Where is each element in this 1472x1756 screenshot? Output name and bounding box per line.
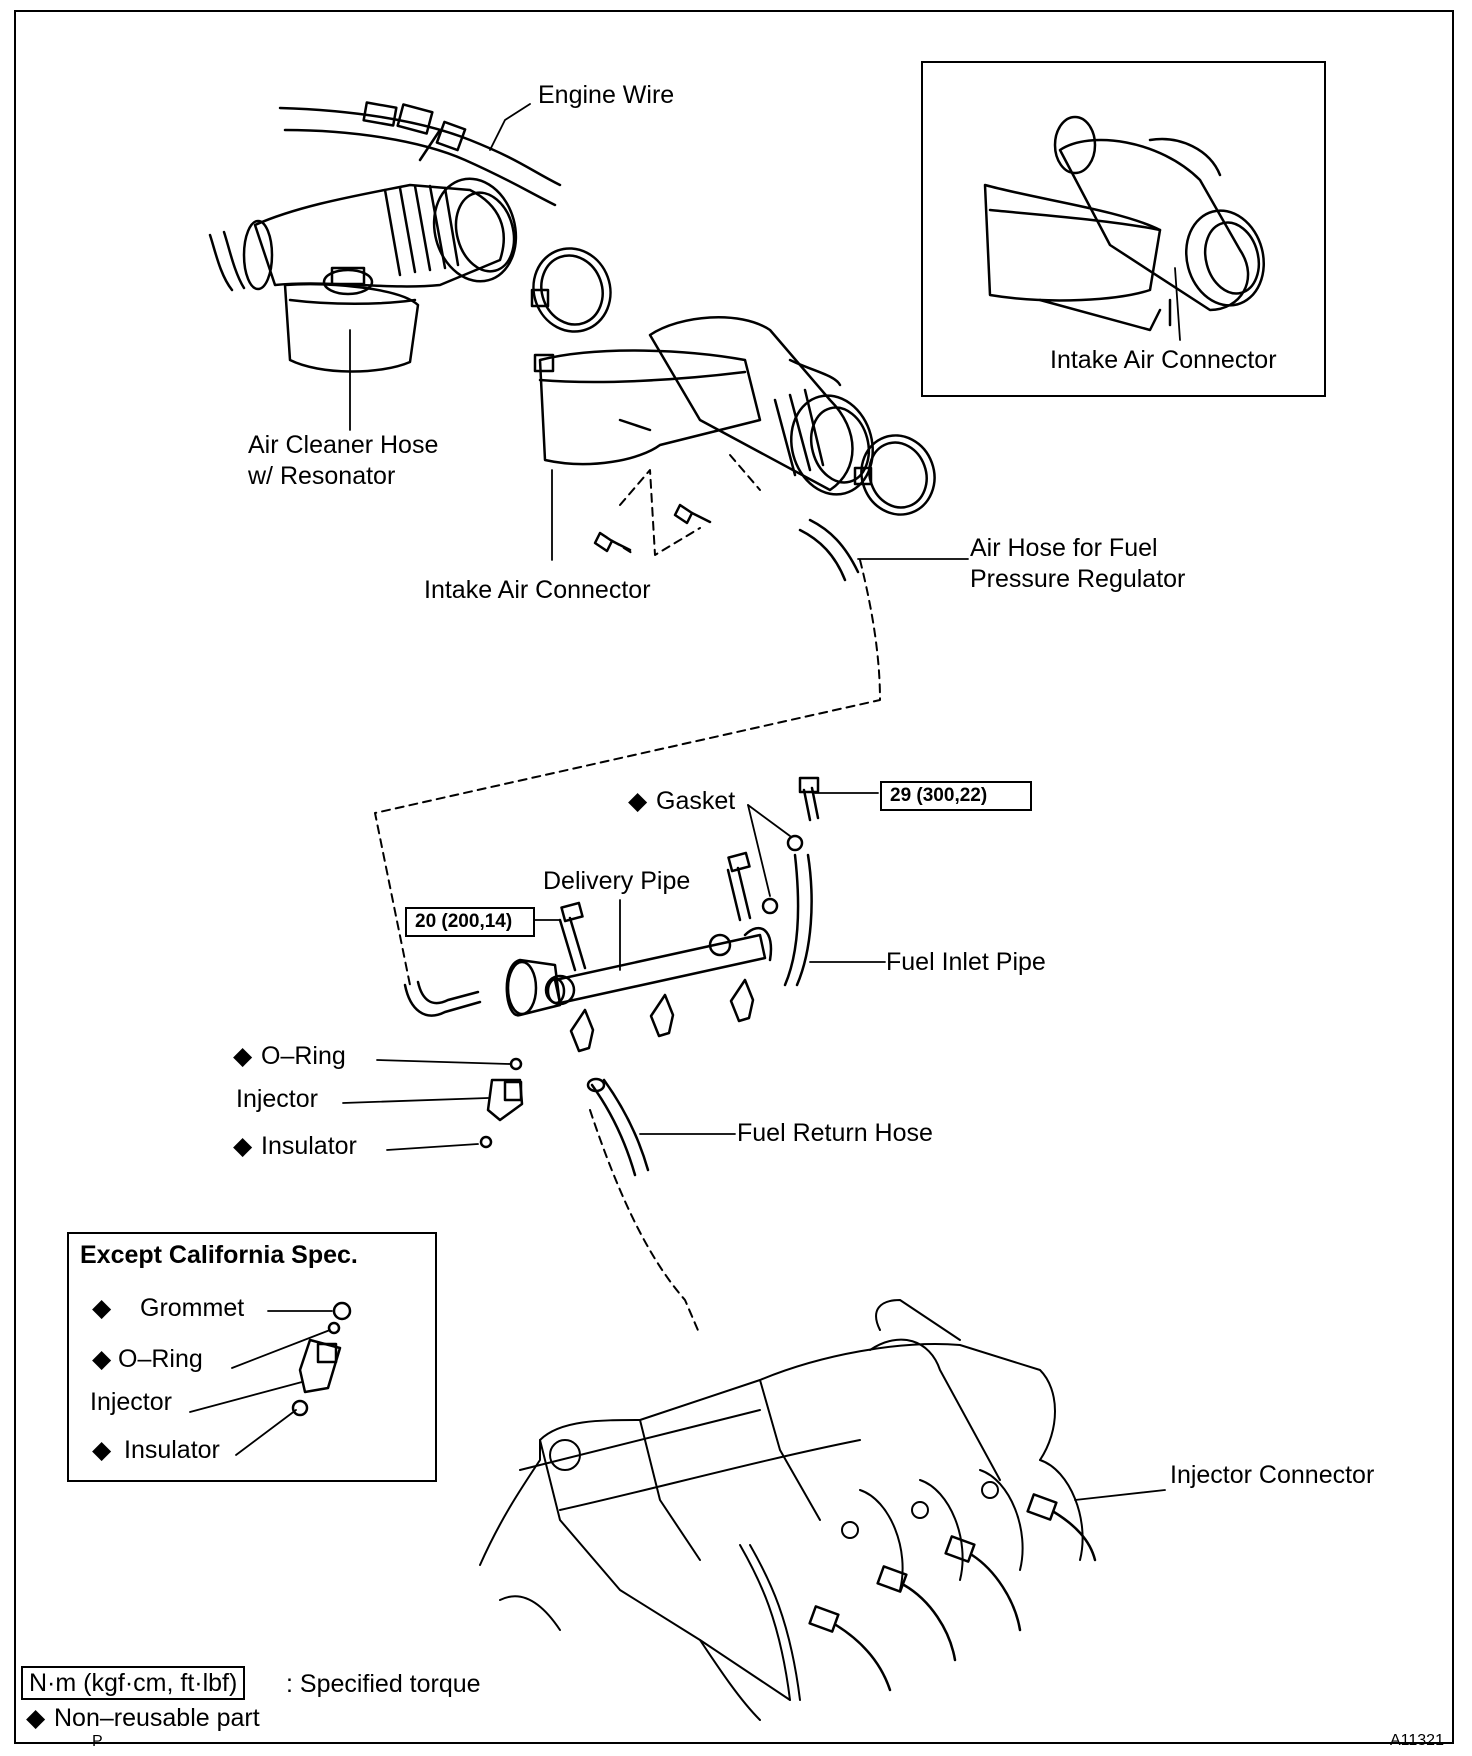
legend-torque-unit-box: N·m (kgf·cm, ft·lbf)	[21, 1666, 246, 1700]
label-engine-wire: Engine Wire	[538, 81, 675, 109]
figure-id: A11321	[1390, 1732, 1444, 1749]
diagram-frame	[14, 10, 1454, 1744]
california-label-grommet: ◆ Grommet	[92, 1293, 244, 1323]
california-injector-parts	[291, 1301, 352, 1417]
label-insulator: ◆ Insulator	[233, 1131, 357, 1161]
california-label-o-ring: ◆O–Ring	[92, 1344, 203, 1374]
non-reusable-mark: ◆	[92, 1436, 112, 1464]
delivery-pipe-part	[403, 776, 820, 1053]
non-reusable-mark: ◆	[92, 1294, 112, 1322]
fuel-return-hose	[586, 1077, 650, 1177]
non-reusable-mark: ◆	[92, 1345, 112, 1373]
label-injector: Injector	[236, 1085, 318, 1113]
label-air-hose-line1: Air Hose for Fuel	[970, 534, 1158, 562]
torque-badge-upper: 29 (300,22)	[880, 781, 1032, 811]
torque-badge-lower: 20 (200,14)	[405, 907, 535, 937]
assembly-guide-lines-upper	[374, 454, 881, 1336]
california-o-ring-text: O–Ring	[118, 1345, 203, 1373]
california-insulator-text: Insulator	[124, 1436, 220, 1464]
hose-clamps	[530, 247, 936, 516]
injector-exploded-parts	[479, 1057, 524, 1149]
california-box-title: Except California Spec.	[80, 1241, 358, 1269]
california-spec-box	[67, 1232, 437, 1482]
label-o-ring: ◆ O–Ring	[233, 1041, 346, 1071]
legend-p-mark: P	[92, 1733, 103, 1750]
label-gasket: ◆ Gasket	[628, 786, 735, 816]
label-delivery-pipe: Delivery Pipe	[543, 867, 691, 895]
intake-air-connector-part	[533, 316, 874, 553]
legend-non-reusable-text: Non–reusable part	[54, 1704, 260, 1732]
injector-connectors	[808, 1493, 1097, 1692]
non-reusable-mark: ◆	[628, 787, 648, 815]
label-insulator-text: Insulator	[261, 1132, 357, 1160]
air-hose-fpr	[798, 518, 860, 582]
label-intake-air-connector: Intake Air Connector	[424, 576, 651, 604]
legend-non-reusable: ◆ Non–reusable part	[26, 1703, 260, 1733]
engine-block	[479, 1299, 1084, 1721]
label-air-cleaner-hose-line2: w/ Resonator	[248, 462, 396, 490]
label-air-cleaner-hose-line1: Air Cleaner Hose	[248, 431, 439, 459]
label-gasket-text: Gasket	[656, 787, 736, 815]
label-intake-air-connector-inset: Intake Air Connector	[1050, 346, 1277, 374]
california-label-injector: Injector	[90, 1388, 172, 1416]
california-label-insulator: ◆ Insulator	[92, 1435, 220, 1465]
label-injector-connector: Injector Connector	[1170, 1461, 1375, 1489]
inset-box	[921, 61, 1326, 397]
california-grommet-text: Grommet	[140, 1294, 245, 1322]
engine-wire-harness	[278, 101, 562, 207]
label-fuel-inlet-pipe: Fuel Inlet Pipe	[886, 948, 1046, 976]
non-reusable-mark: ◆	[233, 1042, 253, 1070]
non-reusable-mark: ◆	[26, 1704, 46, 1732]
label-air-hose-line2: Pressure Regulator	[970, 565, 1186, 593]
label-o-ring-text: O–Ring	[261, 1042, 346, 1070]
label-fuel-return-hose: Fuel Return Hose	[737, 1119, 933, 1147]
leader-lines	[189, 103, 1181, 1501]
air-cleaner-hose	[208, 177, 518, 373]
non-reusable-mark: ◆	[233, 1132, 253, 1160]
legend-torque-desc: : Specified torque	[286, 1670, 481, 1698]
inset-intake-air-connector	[983, 115, 1266, 332]
